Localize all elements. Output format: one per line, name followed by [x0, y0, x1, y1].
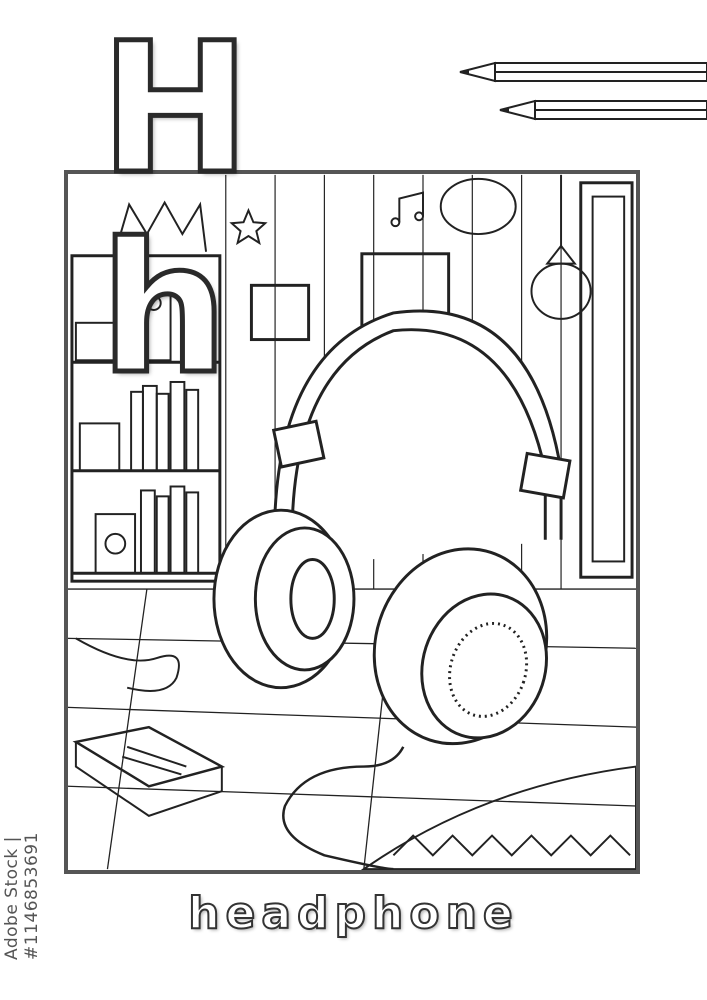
headphone-illustration — [68, 174, 636, 870]
stock-watermark-id: Adobe Stock | #1146853691 — [2, 832, 42, 960]
music-note-icon — [390, 191, 424, 228]
illustration-frame — [64, 170, 640, 874]
pencil-icon — [459, 61, 707, 121]
page-title-letters: H h — [98, 5, 281, 414]
word-label: headphone — [187, 887, 519, 940]
star-icon — [229, 207, 268, 246]
